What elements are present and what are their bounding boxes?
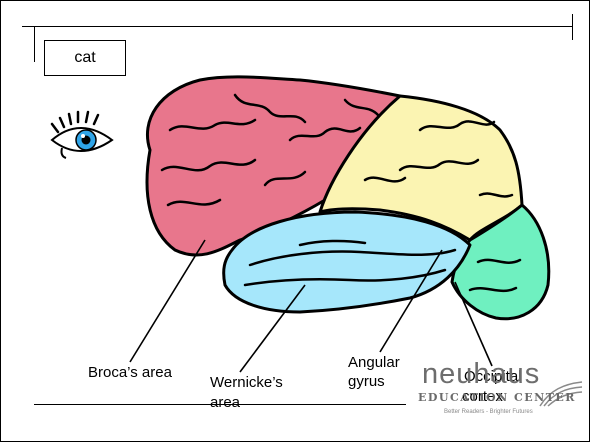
label-wernicke-line1: Wernicke’s [210,374,283,392]
neuhaus-logo: neuhaus EDUCATION CENTER Better Readers … [388,358,588,440]
logo-wordmark: neuhaus [422,358,540,390]
eye-icon [52,112,112,158]
logo-tagline: Better Readers - Brighter Futures [444,408,533,416]
logo-subtitle: EDUCATION CENTER [418,391,576,404]
label-wernicke-line2: area [210,394,240,412]
label-broca: Broca’s area [88,364,172,382]
bottom-rule [34,404,406,405]
label-angular-line2: gyrus [348,373,385,391]
